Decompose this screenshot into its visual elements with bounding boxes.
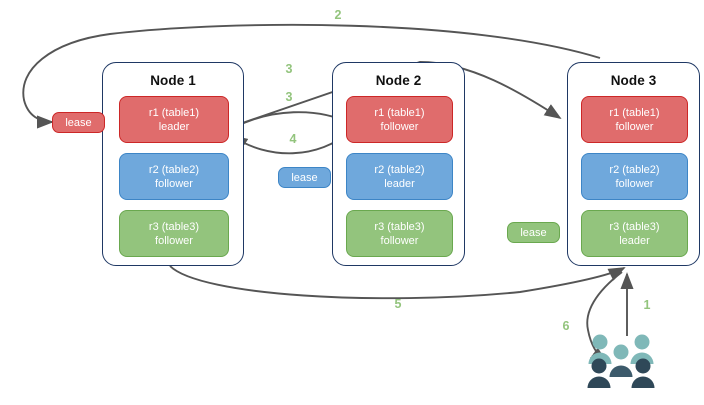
replica-line1: r2 (table2) [374,163,425,176]
replica-line2: leader [158,120,190,133]
replica-n3-r2[interactable]: r2 (table2) follower [581,153,688,200]
users-icon [587,334,655,388]
replica-n1-r3[interactable]: r3 (table3) follower [119,210,229,257]
replica-n3-r3[interactable]: r3 (table3) leader [581,210,688,257]
node-container-3[interactable]: Node 3 r1 (table1) follower r2 (table2) … [567,62,700,266]
replica-line1: r1 (table1) [374,106,425,119]
replica-line1: r3 (table3) [148,220,200,233]
edge-label-3b: 3 [285,90,293,104]
edge-5-path [169,265,626,300]
lease-chip-red[interactable]: lease [52,112,105,133]
lease-label: lease [291,171,318,184]
node-container-1[interactable]: Node 1 r1 (table1) leader r2 (table2) fo… [102,62,244,266]
replica-line2: follower [380,234,419,247]
lease-label: lease [65,116,92,129]
replica-n2-r3[interactable]: r3 (table3) follower [346,210,453,257]
replica-line1: r1 (table1) [609,106,660,119]
replica-line1: r3 (table3) [374,220,425,233]
node-title-3: Node 3 [610,73,657,88]
replica-line2: follower [615,177,654,190]
replica-n1-r1[interactable]: r1 (table1) leader [119,96,229,143]
edge-label-1: 1 [643,298,651,312]
replica-n3-r1[interactable]: r1 (table1) follower [581,96,688,143]
replica-line1: r2 (table2) [609,163,660,176]
replica-line2: follower [155,234,193,247]
edge-label-3a: 3 [285,62,293,76]
replica-line2: leader [384,177,415,190]
edge-label-2: 2 [334,8,342,22]
lease-label: lease [520,226,547,239]
replica-line1: r1 (table1) [148,106,200,119]
node-title-2: Node 2 [375,73,422,88]
replica-line1: r3 (table3) [609,220,660,233]
edge-label-4: 4 [289,132,297,146]
node-title-1: Node 1 [150,73,196,88]
replica-line1: r2 (table2) [148,163,200,176]
edge-label-6: 6 [562,319,570,333]
replica-line2: follower [155,177,193,190]
lease-chip-blue[interactable]: lease [278,167,331,188]
replica-line2: follower [615,120,654,133]
lease-chip-green[interactable]: lease [507,222,560,243]
replica-line2: leader [619,234,650,247]
replica-n2-r2[interactable]: r2 (table2) leader [346,153,453,200]
node-container-2[interactable]: Node 2 r1 (table1) follower r2 (table2) … [332,62,465,266]
edge-label-5: 5 [394,297,402,311]
replica-n1-r2[interactable]: r2 (table2) follower [119,153,229,200]
replica-line2: follower [380,120,419,133]
replica-n2-r1[interactable]: r1 (table1) follower [346,96,453,143]
